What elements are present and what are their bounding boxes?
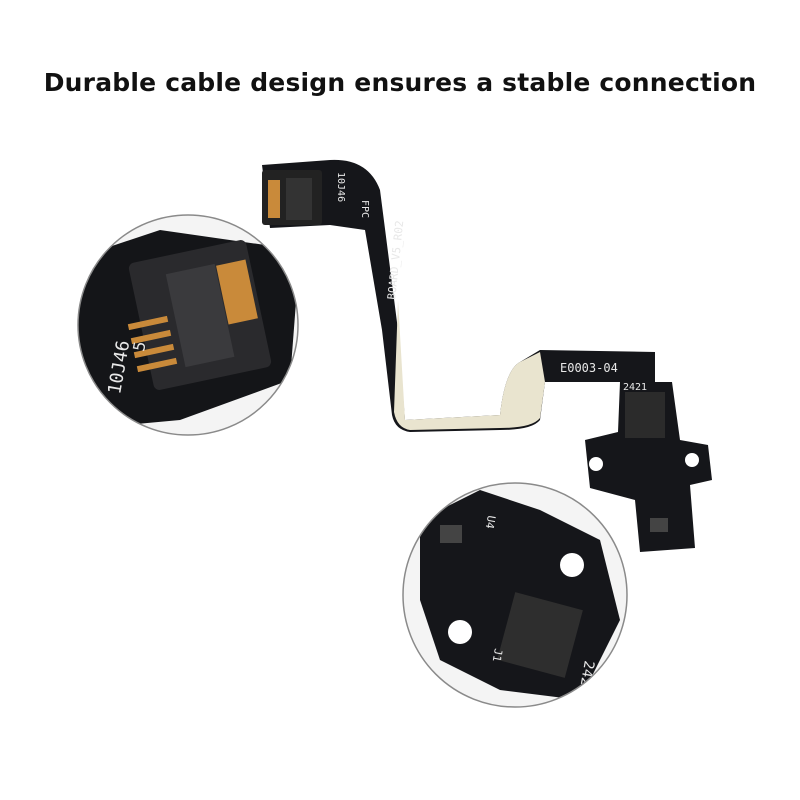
connector-closeup: 10J46 5	[77, 214, 299, 436]
sensor-closeup: J1 U4 2421	[402, 482, 628, 708]
silk-part: E0003-04	[560, 361, 618, 375]
silk-connector-ref: 10J46	[335, 172, 346, 202]
silk-u4-closeup: U4	[483, 514, 498, 530]
silk-board: BOARD_V5_R02	[385, 220, 406, 300]
headline: Durable cable design ensures a stable co…	[43, 68, 757, 97]
silk-pin-mark-closeup: 5	[129, 340, 149, 353]
silk-j1-closeup: J1	[490, 647, 505, 662]
silk-fpc: FPC	[359, 200, 370, 218]
silk-date-code: 2421	[623, 382, 647, 393]
